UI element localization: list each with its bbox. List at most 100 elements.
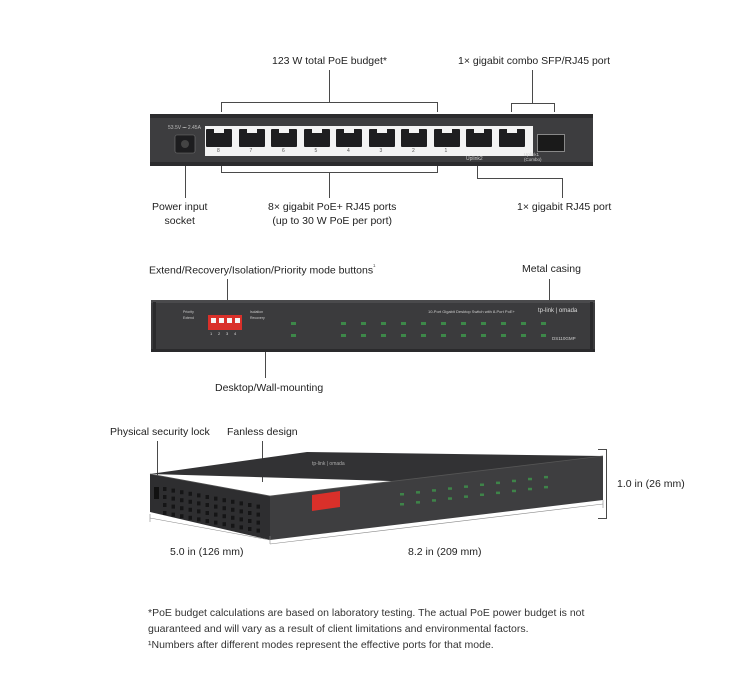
footnote-line: ¹Numbers after different modes represent… [148,639,494,651]
mode-buttons-label: Extend/Recovery/Isolation/Priority mode … [149,263,375,278]
vent-slot [180,490,184,495]
height-label: 1.0 in (26 mm) [617,478,685,490]
status-led [448,487,452,490]
callout-line [329,172,330,198]
rj45-port-label: 1× gigabit RJ45 port [517,201,612,213]
vent-slot [231,515,235,520]
status-led [361,334,366,337]
vent-slot [222,522,226,527]
vent-slot [180,506,184,511]
dimension-line [606,449,607,519]
vent-slot [197,493,201,498]
status-led [501,334,506,337]
vent-slot [197,501,201,506]
front-led-panel [151,300,595,352]
status-led [432,489,436,492]
port-number: 3 [379,148,383,154]
vent-slot [163,503,167,507]
vent-slot [222,514,226,519]
status-led [416,501,420,504]
security-lock-label: Physical security lock [110,426,210,438]
mode-buttons-footnote-mark: ¹ [373,264,376,271]
status-led [421,322,426,325]
callout-line [221,102,438,103]
status-led [401,322,406,325]
status-led [496,491,500,495]
vent-slot [214,520,218,525]
poe-rj45-port [303,129,330,147]
status-led [291,322,296,325]
callout-line [329,70,330,102]
vent-slot [171,504,175,509]
vent-slot [205,519,209,523]
status-led [448,497,452,500]
front-brand: tp-link | omada [538,308,578,314]
port-number: 2 [412,148,415,154]
status-led [361,322,366,325]
poe-rj45-port [401,129,427,147]
vent-slot [171,512,175,517]
mounting-label: Desktop/Wall-mounting [215,382,324,394]
power-input-label: Power input socket [152,201,208,227]
chassis-front [270,456,603,540]
vent-slot [188,515,192,520]
status-led [464,495,468,498]
vent-slot [171,488,175,493]
callout-line [554,103,555,112]
callout-line [549,279,550,300]
footnote-line: guaranteed and will vary as a result of … [148,623,529,635]
switch-label-priority: Priority [183,310,194,314]
status-led [416,491,420,494]
port-number: 7 [249,148,253,154]
status-led [512,489,516,493]
vent-slot [239,501,243,506]
vent-slot [205,503,209,507]
callout-line [477,178,563,179]
vent-slot [256,528,260,533]
vent-slot [231,507,235,512]
switch-label-isolation: Isolation [250,310,264,314]
vent-slot [214,512,218,517]
vent-slot [163,495,167,499]
vent-slot [205,511,209,515]
callout-line [157,441,158,476]
dip-number: 3 [226,331,229,336]
vent-slot [188,491,192,496]
uplink-rj45-port [466,129,492,147]
vent-slot [248,519,252,523]
callout-line [437,102,438,112]
status-led [441,334,446,337]
vent-slot [180,514,184,519]
status-led [341,334,346,337]
callout-line [511,103,512,112]
front-model: DS110GMP [552,336,576,341]
vent-slot [163,487,167,491]
callout-line [511,103,555,104]
status-led [432,499,436,502]
dip-number: 4 [234,331,237,336]
width-label: 8.2 in (209 mm) [408,546,482,558]
status-led [480,483,484,486]
metal-casing-label: Metal casing [522,263,581,275]
chassis-top [150,452,603,483]
sfp-port [537,134,565,152]
dip-number: 2 [218,331,221,336]
status-led [521,334,526,337]
poe-rj45-port [368,129,395,147]
security-lock-slot [154,487,159,499]
vent-slot [248,511,252,515]
vent-slot [231,499,235,504]
vent-slot [222,506,226,511]
callout-line [477,164,478,178]
dip-number: 1 [210,331,213,336]
vent-slot [180,498,184,503]
poe-rj45-port [433,129,460,147]
port-number: 1 [444,148,448,154]
port-number: 5 [314,148,318,154]
callout-line [221,102,222,112]
chassis-side [150,474,270,540]
callout-line [185,160,186,198]
status-led [480,493,484,496]
status-led [544,485,548,489]
